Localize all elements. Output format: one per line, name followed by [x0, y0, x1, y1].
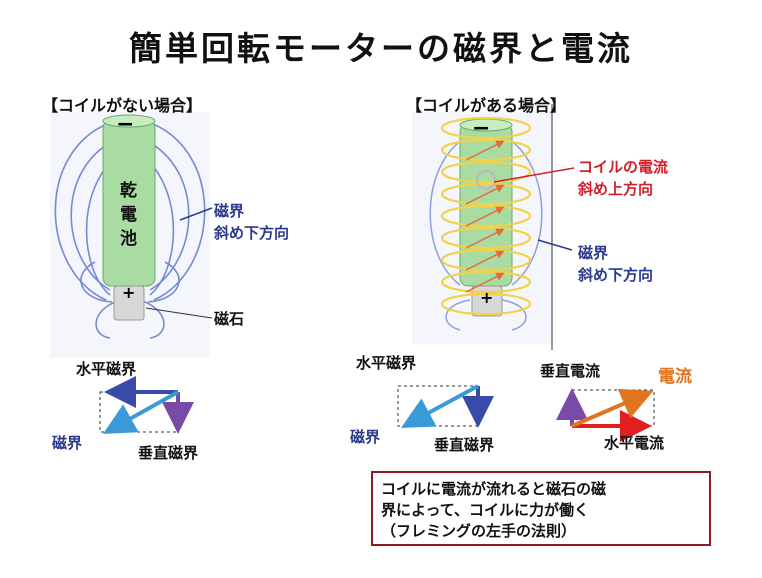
- left-resultant-field-label: 磁界: [52, 434, 83, 452]
- right-resultant-field-label: 磁界: [350, 428, 381, 446]
- left-plus-sign: +: [122, 283, 136, 302]
- right-plus-sign: +: [480, 288, 494, 307]
- right-illustration: [412, 104, 575, 350]
- right-horizontal-field-label: 水平磁界: [356, 354, 417, 372]
- left-magnet-pointer: [145, 307, 213, 319]
- right-field-lines: [429, 139, 543, 331]
- left-minus-sign: −: [116, 112, 135, 137]
- note-line-3: （フレミングの左手の法則）: [381, 522, 577, 540]
- left-field-vector: [99, 376, 194, 434]
- left-field-label-1: 磁界: [214, 202, 245, 220]
- right-section-label: 【コイルがある場合】: [406, 96, 567, 115]
- note-line-1: コイルに電流が流れると磁石の磁: [381, 480, 607, 498]
- note-line-2: 界によって、コイルに力が働く: [381, 501, 590, 519]
- battery-char-2: 電: [120, 205, 137, 225]
- right-field-vector: [397, 384, 494, 428]
- right-field-pointer: [537, 239, 573, 251]
- left-field-label-2: 斜め下方向: [214, 224, 290, 242]
- left-section-label: 【コイルがない場合】: [42, 96, 203, 115]
- left-magnet: [113, 285, 145, 321]
- current-vector: [556, 388, 655, 442]
- left-resultant-field-arrow: [103, 390, 179, 434]
- left-illustration: [50, 112, 213, 358]
- left-horizontal-field-label: 水平磁界: [76, 360, 137, 378]
- current-pointer: [493, 167, 575, 183]
- fleming-note-box: コイルに電流が流れると磁石の磁 界によって、コイルに力が働く （フレミングの左手…: [371, 471, 711, 546]
- coil: [440, 116, 532, 316]
- battery-char-1: 乾: [120, 181, 137, 201]
- page-title: 簡単回転モーターの磁界と電流: [129, 29, 633, 68]
- horizontal-current-label: 水平電流: [604, 434, 665, 452]
- battery-char-3: 池: [120, 229, 137, 249]
- resultant-current-arrow: [571, 388, 654, 428]
- right-field-label-2: 斜め下方向: [578, 266, 654, 284]
- resultant-current-label: 電流: [658, 367, 692, 387]
- right-field-label-1: 磁界: [578, 244, 609, 262]
- left-vertical-field-label: 垂直磁界: [138, 444, 199, 462]
- right-minus-sign: −: [472, 116, 491, 141]
- vertical-current-label: 垂直電流: [540, 362, 601, 380]
- left-field-pointer: [179, 207, 213, 221]
- right-resultant-field-arrow: [400, 384, 479, 428]
- current-label-1: コイルの電流: [578, 158, 669, 176]
- coil-current-arrows: [465, 140, 505, 293]
- magnet-label: 磁石: [214, 310, 245, 328]
- right-vertical-field-label: 垂直磁界: [434, 436, 495, 454]
- current-label-2: 斜め上方向: [578, 180, 654, 198]
